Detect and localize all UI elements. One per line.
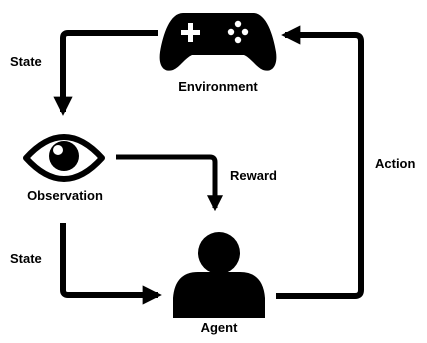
gamepad-icon xyxy=(159,13,277,71)
person-icon xyxy=(173,232,265,318)
eye-icon xyxy=(23,134,105,182)
edge-state-observation-to-agent xyxy=(60,223,162,305)
state-label-top: State xyxy=(10,54,42,69)
state-label-bottom: State xyxy=(10,251,42,266)
edge-state-env-to-observation xyxy=(53,30,158,116)
reward-label: Reward xyxy=(230,168,277,183)
action-label: Action xyxy=(375,156,416,171)
environment-label: Environment xyxy=(178,79,258,94)
edge-action xyxy=(276,25,364,299)
edge-reward xyxy=(116,154,224,212)
observation-label: Observation xyxy=(27,188,103,203)
agent-label: Agent xyxy=(200,320,238,335)
